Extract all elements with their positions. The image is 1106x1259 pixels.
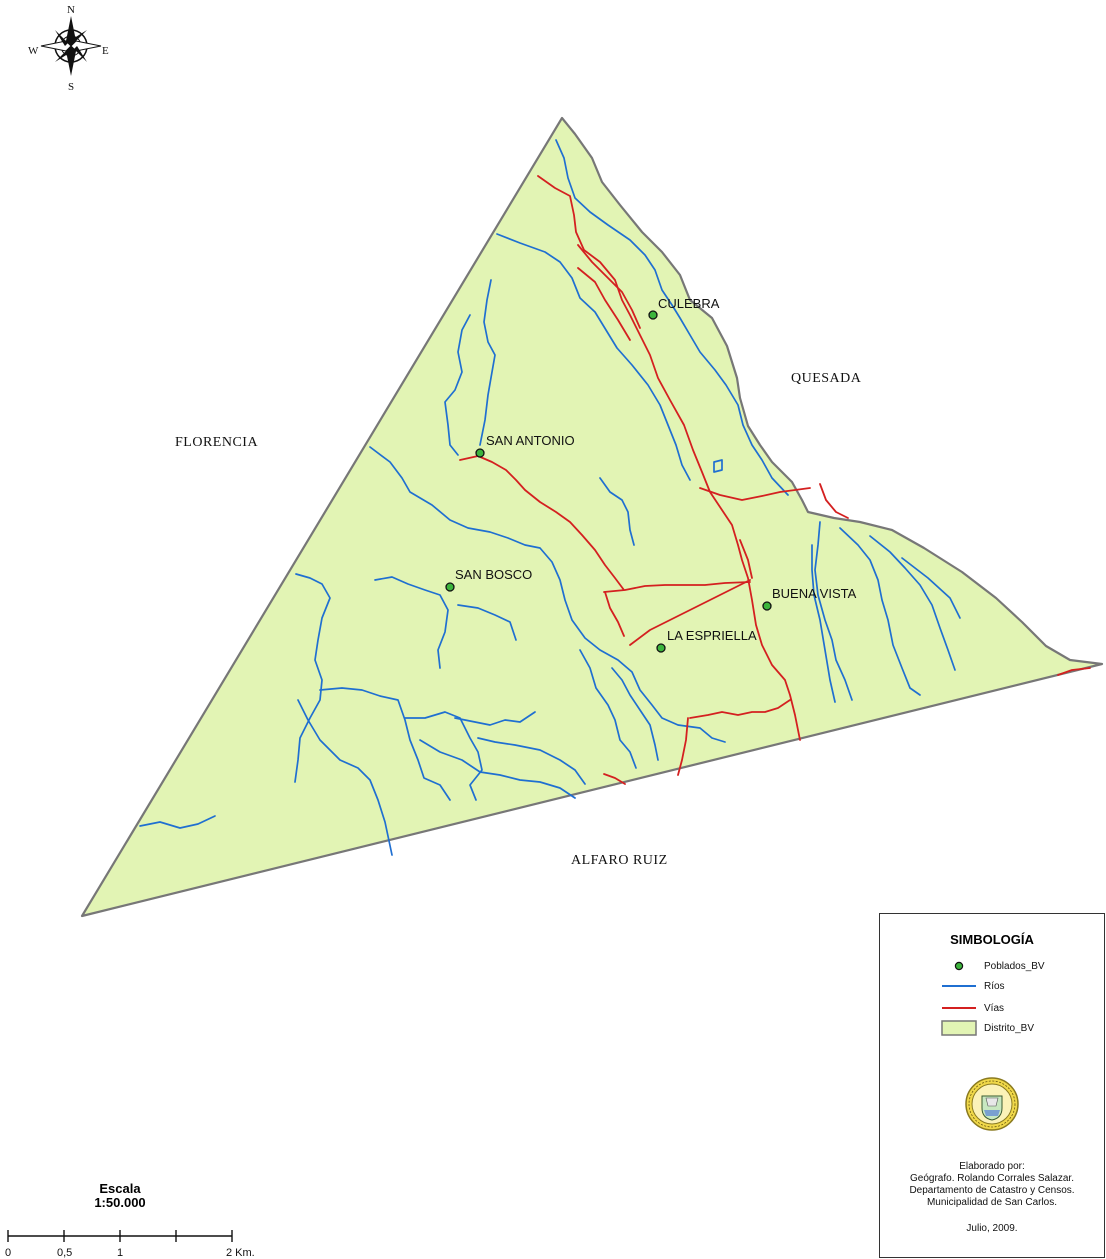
river	[139, 815, 216, 829]
river-line-icon	[940, 979, 978, 993]
river	[294, 573, 331, 783]
river	[839, 527, 921, 696]
legend-label: Ríos	[984, 980, 1005, 992]
road	[537, 175, 801, 741]
label-alfaro-ruiz: ALFARO RUIZ	[571, 853, 668, 868]
river	[369, 446, 726, 743]
river	[319, 687, 451, 801]
svg-text:W: W	[28, 45, 39, 57]
river	[814, 521, 853, 701]
road	[629, 579, 751, 646]
credits-date: Julio, 2009.	[966, 1223, 1018, 1234]
river	[457, 604, 517, 641]
svg-text:N: N	[67, 4, 75, 16]
river	[454, 711, 536, 726]
label-buena-vista: BUENA VISTA	[772, 586, 857, 601]
river	[479, 279, 496, 446]
road	[603, 773, 626, 785]
legend-label: Poblados_BV	[984, 960, 1045, 972]
road	[699, 487, 811, 501]
scale-title: Escala 1:50.000	[70, 1182, 170, 1210]
river	[901, 557, 961, 619]
road	[577, 244, 641, 329]
svg-text:S: S	[68, 81, 74, 93]
river	[869, 535, 956, 671]
river	[713, 459, 723, 473]
legend-item-rivers: Ríos	[940, 978, 1005, 994]
road	[819, 483, 849, 519]
town-culebra	[648, 310, 658, 320]
label-florencia: FLORENCIA	[175, 435, 258, 450]
town-san-bosco	[445, 582, 455, 592]
road	[603, 581, 751, 593]
label-la-espriella: LA ESPRIELLA	[667, 628, 757, 643]
svg-text:E: E	[102, 45, 109, 57]
label-san-antonio: SAN ANTONIO	[486, 433, 575, 448]
legend-item-towns: Poblados_BV	[940, 958, 1045, 974]
river	[419, 739, 576, 799]
river	[611, 667, 659, 761]
river	[477, 737, 586, 785]
town-buena-vista	[762, 601, 772, 611]
road	[677, 717, 689, 776]
town-la-espriella	[656, 643, 666, 653]
credits: Elaborado por: Geógrafo. Rolando Corrale…	[880, 1161, 1104, 1235]
road	[1057, 667, 1091, 676]
label-quesada: QUESADA	[791, 371, 862, 386]
district-polygon	[80, 116, 1104, 918]
roads	[459, 175, 1091, 785]
credits-line: Elaborado por:	[959, 1161, 1025, 1172]
town-dot-icon	[940, 959, 978, 973]
scale-bar	[7, 1230, 233, 1242]
scale-tick-0: 0	[5, 1247, 11, 1259]
river	[811, 544, 836, 703]
district-fill-icon	[940, 1020, 978, 1036]
river	[496, 233, 691, 481]
compass-rose-icon: N S E W	[28, 4, 109, 93]
town-san-antonio	[475, 448, 485, 458]
label-san-bosco: SAN BOSCO	[455, 567, 532, 582]
credits-line: Municipalidad de San Carlos.	[926, 1197, 1058, 1208]
river	[555, 139, 789, 496]
credits-line: Geógrafo. Rolando Corrales Salazar.	[910, 1173, 1074, 1184]
legend-title: SIMBOLOGÍA	[950, 932, 1034, 947]
scale-ratio: 1:50.000	[94, 1195, 146, 1210]
legend-box: SIMBOLOGÍA Poblados_BV Ríos Vías Distrit…	[879, 913, 1105, 1258]
river	[404, 711, 483, 801]
road	[577, 267, 631, 341]
river	[444, 314, 471, 456]
river	[374, 576, 449, 669]
road	[689, 699, 791, 719]
road	[739, 539, 753, 579]
legend-label: Distrito_BV	[984, 1022, 1035, 1034]
road-line-icon	[940, 1001, 978, 1015]
scale-tick-1: 0,5	[57, 1247, 72, 1259]
road	[459, 455, 625, 591]
river	[579, 649, 637, 769]
municipal-seal-icon	[964, 1076, 1020, 1137]
legend-item-district: Distrito_BV	[940, 1020, 1034, 1036]
legend-item-roads: Vías	[940, 1000, 1004, 1016]
town-points	[445, 310, 772, 653]
river	[599, 477, 635, 546]
legend-label: Vías	[984, 1002, 1005, 1014]
label-culebra: CULEBRA	[658, 296, 720, 311]
rivers	[139, 139, 961, 856]
scale-tick-2: 1	[117, 1247, 123, 1259]
credits-line: Departamento de Catastro y Censos.	[909, 1185, 1075, 1196]
scale-label: Escala	[99, 1181, 141, 1196]
road	[604, 591, 625, 637]
scale-tick-3: 2 Km.	[226, 1247, 255, 1259]
river	[297, 699, 393, 856]
